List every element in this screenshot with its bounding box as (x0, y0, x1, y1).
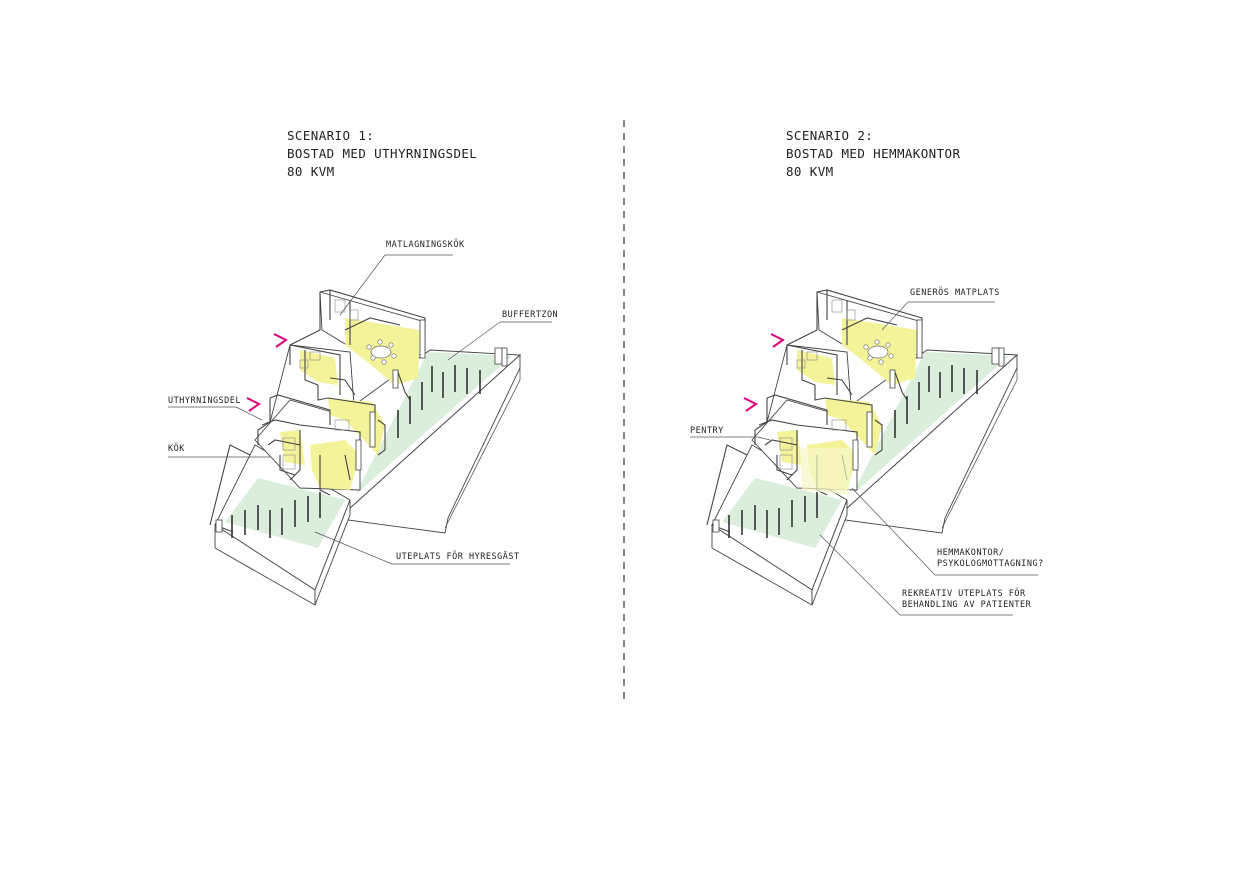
label-rekreativ-line1: REKREATIV UTEPLATS FÖR (902, 589, 1026, 599)
scenario2-plan (706, 289, 1018, 606)
label-hemmakontor-line2: PSYKOLOGMOTTAGNING? (937, 559, 1044, 569)
scenario1-plan (168, 254, 552, 606)
scenario2-title-line1: SCENARIO 2: (786, 128, 874, 143)
scenario1-title-line1: SCENARIO 1: (287, 128, 375, 143)
entrance-arrow-1 (273, 333, 288, 348)
entrance-arrow-4 (743, 397, 758, 412)
label-uteplats-hyresgast: UTEPLATS FÖR HYRESGÄST (396, 552, 520, 562)
label-rekreativ-line2: BEHANDLING AV PATIENTER (902, 600, 1032, 610)
entrance-arrow-3 (770, 333, 785, 348)
label-matlagningskok: MATLAGNINGSKÖK (386, 240, 465, 250)
scenario2-title-line3: 80 KVM (786, 164, 834, 179)
scenario2-title: SCENARIO 2: BOSTAD MED HEMMAKONTOR 80 KV… (786, 127, 960, 181)
label-rekreativ-uteplats: REKREATIV UTEPLATS FÖR BEHANDLING AV PAT… (902, 589, 1031, 611)
scenario2-title-line2: BOSTAD MED HEMMAKONTOR (786, 146, 961, 161)
scenario1-title: SCENARIO 1: BOSTAD MED UTHYRNINGSDEL 80 … (287, 127, 477, 181)
label-buffertzon: BUFFERTZON (502, 310, 559, 320)
label-pentry: PENTRY (690, 426, 724, 436)
scenario2-leaders (690, 301, 1038, 616)
label-uthyrningsdel: UTHYRNINGSDEL (168, 396, 242, 406)
label-generos-matplats: GENERÖS MATPLATS (910, 288, 1000, 298)
label-hemmakontor-line1: HEMMAKONTOR/ (937, 548, 1005, 558)
label-kok: KÖK (168, 444, 185, 454)
scenario1-title-line3: 80 KVM (287, 164, 335, 179)
scenario1-title-line2: BOSTAD MED UTHYRNINGSDEL (287, 146, 478, 161)
entrance-arrow-2 (246, 397, 261, 412)
label-hemmakontor: HEMMAKONTOR/ PSYKOLOGMOTTAGNING? (937, 548, 1044, 570)
